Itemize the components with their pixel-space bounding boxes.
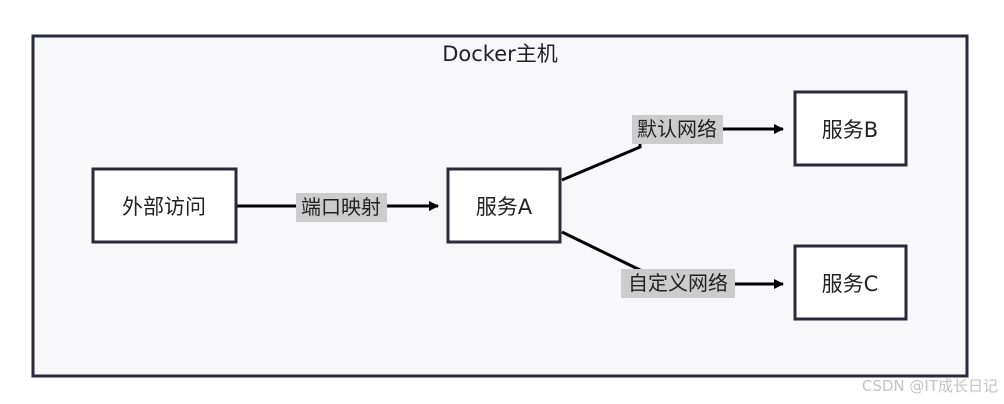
docker-host-title: Docker主机 [442,42,558,66]
default-network-label: 默认网络 [637,117,717,141]
node-service-b-label: 服务B [822,118,878,142]
node-service-c-label: 服务C [822,272,879,296]
node-service-b: 服务B [793,90,908,167]
node-external-access-label: 外部访问 [122,195,206,219]
edge-label-default-network: 默认网络 [632,115,723,144]
node-external-access: 外部访问 [91,167,238,244]
node-service-a-label: 服务A [476,195,533,219]
node-service-c: 服务C [793,244,908,321]
edge-label-custom-network: 自定义网络 [621,269,735,298]
custom-network-label: 自定义网络 [628,271,728,295]
node-service-a: 服务A [446,167,562,244]
edge-label-port-mapping: 端口映射 [296,193,387,222]
watermark-text: CSDN @IT成长日记 [862,377,998,395]
port-mapping-label: 端口映射 [301,195,381,219]
